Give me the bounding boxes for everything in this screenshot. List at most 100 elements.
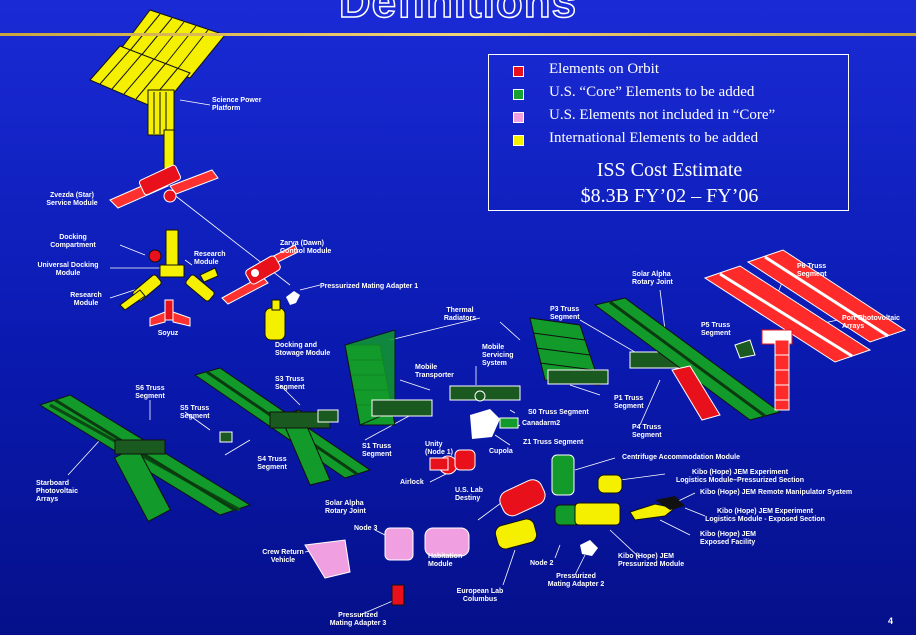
label-line: Segment: [701, 330, 731, 337]
label-line: Rotary Joint: [325, 508, 367, 515]
label-line: Vehicle: [271, 557, 295, 564]
label-line: Mobile: [415, 364, 437, 371]
label-pma1: Pressurized Mating Adapter 1: [320, 283, 418, 290]
label-line: S4 Truss: [257, 456, 286, 463]
label-line: Solar Alpha: [325, 500, 364, 507]
label-line: Kibo (Hope) JEM Remote Manipulator Syste…: [700, 489, 852, 496]
label-line: Unity: [425, 441, 443, 448]
label-line: Segment: [362, 451, 392, 458]
label-node3: Node 3: [354, 525, 377, 532]
label-line: Mobile: [482, 344, 504, 351]
label-line: Segment: [797, 271, 827, 278]
label-line: Logistics Module–Pressurized Section: [676, 477, 804, 484]
label-line: Module: [428, 561, 453, 568]
label-line: Research: [70, 292, 102, 299]
label-line: Node 2: [530, 560, 553, 567]
label-soyuz: Soyuz: [158, 330, 179, 337]
label-line: European Lab: [457, 588, 504, 595]
label-line: Segment: [275, 384, 305, 391]
modules-graphic: [304, 409, 685, 606]
label-line: Control Module: [280, 248, 331, 255]
label-line: Soyuz: [158, 330, 179, 337]
label-line: (Node 1): [425, 449, 453, 456]
label-line: Habitation: [428, 553, 462, 560]
label-unity: Unity(Node 1): [425, 441, 453, 456]
label-line: Radiators: [444, 315, 476, 322]
label-line: Zarya (Dawn): [280, 240, 324, 247]
label-line: Service Module: [46, 200, 97, 207]
label-line: S6 Truss: [135, 385, 164, 392]
label-line: Thermal: [446, 307, 473, 314]
legend-label: U.S. “Core” Elements to be added: [549, 84, 755, 100]
cost-estimate-value: $8.3B FY’02 – FY’06: [580, 185, 759, 207]
cost-estimate-title: ISS Cost Estimate: [596, 159, 743, 181]
label-line: Mating Adapter 2: [548, 581, 605, 588]
label-line: Pressurized Module: [618, 561, 684, 568]
label-line: P1 Truss: [614, 395, 643, 402]
label-jem-rms: Kibo (Hope) JEM Remote Manipulator Syste…: [700, 489, 852, 496]
legend-label: International Elements to be added: [549, 130, 759, 146]
russian-modules-graphic: [119, 229, 219, 327]
label-line: Kibo (Hope) JEM Experiment: [692, 469, 789, 476]
title-rule: [0, 33, 916, 36]
label-line: Research: [194, 251, 226, 258]
label-line: S1 Truss: [362, 443, 391, 450]
starboard-arrays-graphic: [38, 367, 372, 523]
label-line: Transporter: [415, 372, 454, 379]
label-line: Port Photovoltaic: [842, 315, 900, 322]
label-line: Mating Adapter 3: [330, 620, 387, 627]
label-line: Starboard: [36, 480, 69, 487]
label-line: Pressurized Mating Adapter 1: [320, 283, 418, 290]
label-line: Segment: [550, 314, 580, 321]
label-line: S0 Truss Segment: [528, 409, 589, 416]
label-line: Photovoltaic: [36, 488, 78, 495]
legend-box: Elements on Orbit U.S. “Core” Elements t…: [488, 54, 849, 211]
label-line: Stowage Module: [275, 350, 330, 357]
label-line: Node 3: [354, 525, 377, 532]
label-line: Segment: [257, 464, 287, 471]
label-line: Module: [194, 259, 219, 266]
label-line: Pressurized: [338, 612, 378, 619]
label-line: Docking and: [275, 342, 317, 349]
label-z1-truss: Z1 Truss Segment: [523, 439, 584, 446]
label-s0-truss: S0 Truss Segment: [528, 409, 589, 416]
label-line: Universal Docking: [37, 262, 98, 269]
zvezda-graphic: [109, 164, 219, 209]
label-line: Canadarm2: [522, 420, 560, 427]
page-number: 4: [888, 616, 894, 626]
label-line: Destiny: [455, 495, 480, 502]
label-zvezda: Zvezda (Star)Service Module: [46, 192, 97, 207]
label-node2: Node 2: [530, 560, 553, 567]
label-line: Segment: [614, 403, 644, 410]
label-line: S5 Truss: [180, 405, 209, 412]
label-canadarm2: Canadarm2: [522, 420, 560, 427]
label-line: P6 Truss: [797, 263, 826, 270]
label-line: P5 Truss: [701, 322, 730, 329]
legend-swatch-red: [513, 66, 524, 77]
